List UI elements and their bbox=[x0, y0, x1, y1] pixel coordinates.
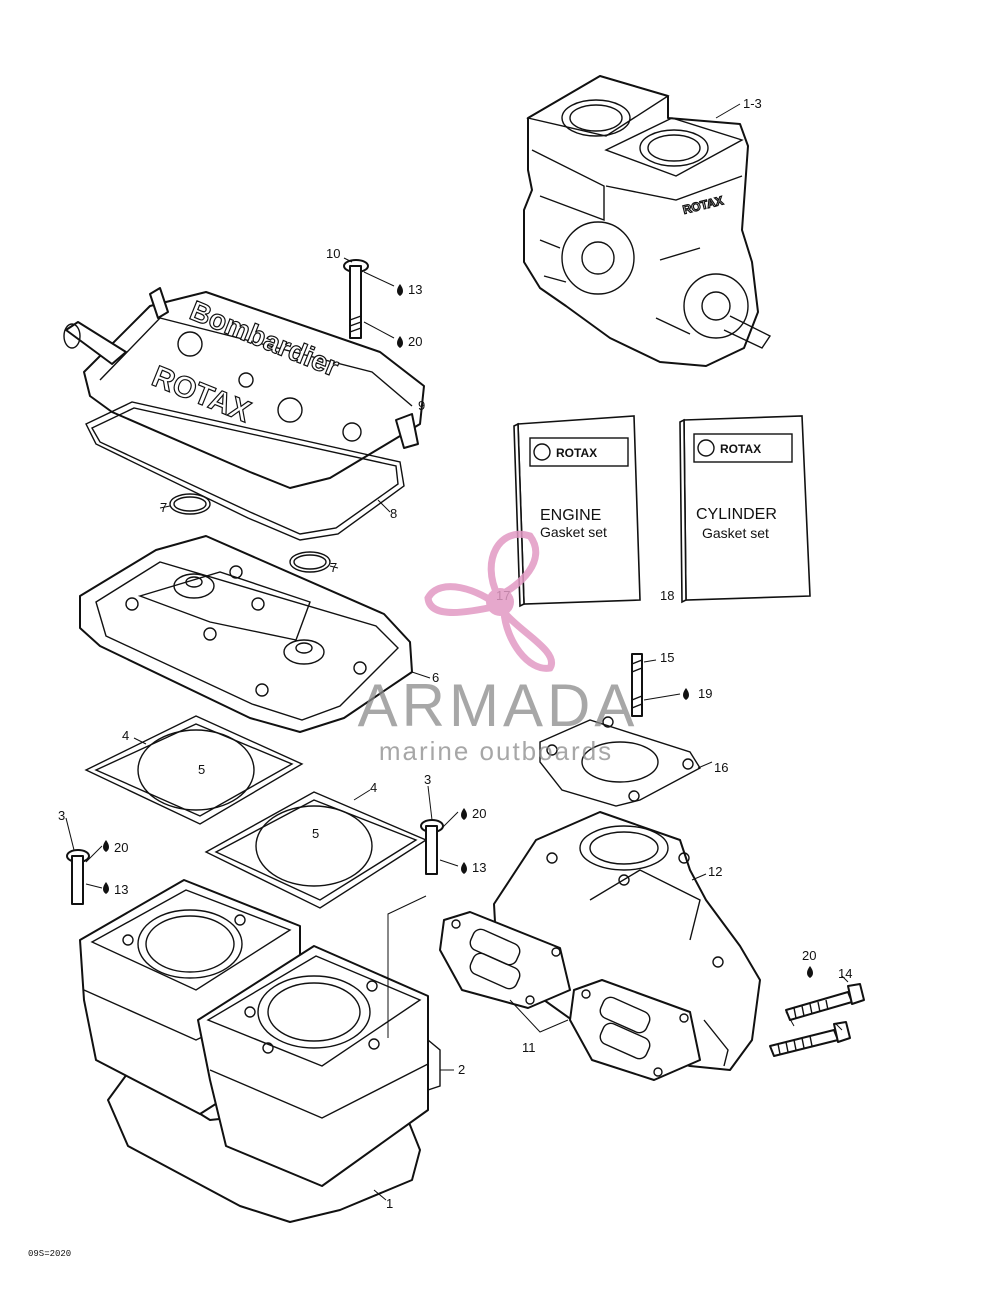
armada-watermark-logo bbox=[424, 530, 556, 672]
engine-block-part: ROTAX bbox=[523, 75, 772, 367]
callout-13-top: 13 bbox=[408, 282, 422, 297]
callout-6: 6 bbox=[432, 670, 439, 685]
callout-20-mid: 20 bbox=[472, 806, 486, 821]
watermark-tagline: marine outboards bbox=[379, 736, 613, 766]
callout-12: 12 bbox=[708, 864, 722, 879]
manifold-gasket-left-part bbox=[439, 911, 571, 1009]
sealant-drop-icon bbox=[103, 882, 109, 894]
cylinder-kit-title: CYLINDER bbox=[696, 506, 777, 523]
callout-13-left: 13 bbox=[114, 882, 128, 897]
head-gasket-right-part bbox=[204, 791, 428, 909]
engine-kit-title: ENGINE bbox=[540, 507, 601, 524]
cylinder-bolt-right-part bbox=[420, 819, 444, 875]
o-ring-part bbox=[169, 493, 211, 515]
callout-1: 1 bbox=[386, 1196, 393, 1211]
callout-20-left: 20 bbox=[114, 840, 128, 855]
thread-locker-drop-icon bbox=[807, 966, 813, 978]
watermark-name: ARMADA bbox=[358, 672, 639, 739]
callout-13-mid: 13 bbox=[472, 860, 486, 875]
manifold-gasket-right-part bbox=[569, 979, 701, 1081]
callout-16: 16 bbox=[714, 760, 728, 775]
cylinder-gasket-kit-box: ROTAX CYLINDER Gasket set bbox=[679, 415, 811, 604]
callout-7-right: 7 bbox=[330, 560, 337, 575]
thread-locker-drop-icon bbox=[683, 688, 689, 700]
callout-19: 19 bbox=[698, 686, 712, 701]
callout-4-left: 4 bbox=[122, 728, 129, 743]
manifold-screw-lower-part bbox=[769, 1021, 851, 1057]
engine-gasket-kit-box: ROTAX ENGINE Gasket set bbox=[513, 415, 641, 608]
callout-20-right: 20 bbox=[802, 948, 816, 963]
thread-locker-drop-icon bbox=[103, 840, 109, 852]
callout-8: 8 bbox=[390, 506, 397, 521]
exhaust-manifold-part bbox=[493, 811, 761, 1071]
cylinder-part bbox=[79, 879, 441, 1223]
head-bolt-part bbox=[343, 259, 369, 339]
cylinder-head-cover-part: Bombardier ROTAX bbox=[63, 287, 425, 489]
sealant-drop-icon bbox=[397, 284, 403, 296]
callout-5-right: 5 bbox=[312, 826, 319, 841]
callout-4-right: 4 bbox=[370, 780, 377, 795]
callout-14: 14 bbox=[838, 966, 852, 981]
callout-18: 18 bbox=[660, 588, 674, 603]
thread-locker-drop-icon bbox=[461, 808, 467, 820]
cylinder-kit-brand: ROTAX bbox=[720, 442, 761, 456]
callout-9: 9 bbox=[418, 398, 425, 413]
callout-15: 15 bbox=[660, 650, 674, 665]
exhaust-stud-part bbox=[631, 653, 643, 717]
cylinder-head-part bbox=[79, 535, 413, 733]
o-ring-part bbox=[289, 551, 331, 573]
head-gasket-left-part bbox=[84, 715, 304, 825]
engine-kit-subtitle: Gasket set bbox=[540, 524, 607, 540]
engine-kit-brand: ROTAX bbox=[556, 446, 597, 460]
cylinder-bolt-left-part bbox=[66, 849, 90, 905]
cover-gasket-part bbox=[85, 401, 405, 541]
sealant-drop-icon bbox=[461, 862, 467, 874]
cylinder-kit-subtitle: Gasket set bbox=[702, 525, 769, 541]
callout-5-left: 5 bbox=[198, 762, 205, 777]
drawing-code: 09S=2020 bbox=[28, 1249, 71, 1259]
manifold-screw-upper-part bbox=[785, 983, 865, 1021]
callout-20-top: 20 bbox=[408, 334, 422, 349]
callout-3-right: 3 bbox=[424, 772, 431, 787]
callout-2: 2 bbox=[458, 1062, 465, 1077]
callout-7-left: 7 bbox=[160, 500, 167, 515]
callout-1-3: 1-3 bbox=[743, 96, 762, 111]
thread-locker-drop-icon bbox=[397, 336, 403, 348]
propeller-icon bbox=[487, 530, 540, 601]
callout-3-left: 3 bbox=[58, 808, 65, 823]
callout-11: 11 bbox=[522, 1040, 536, 1055]
exhaust-gasket-part bbox=[539, 716, 701, 807]
callout-10: 10 bbox=[326, 246, 340, 261]
